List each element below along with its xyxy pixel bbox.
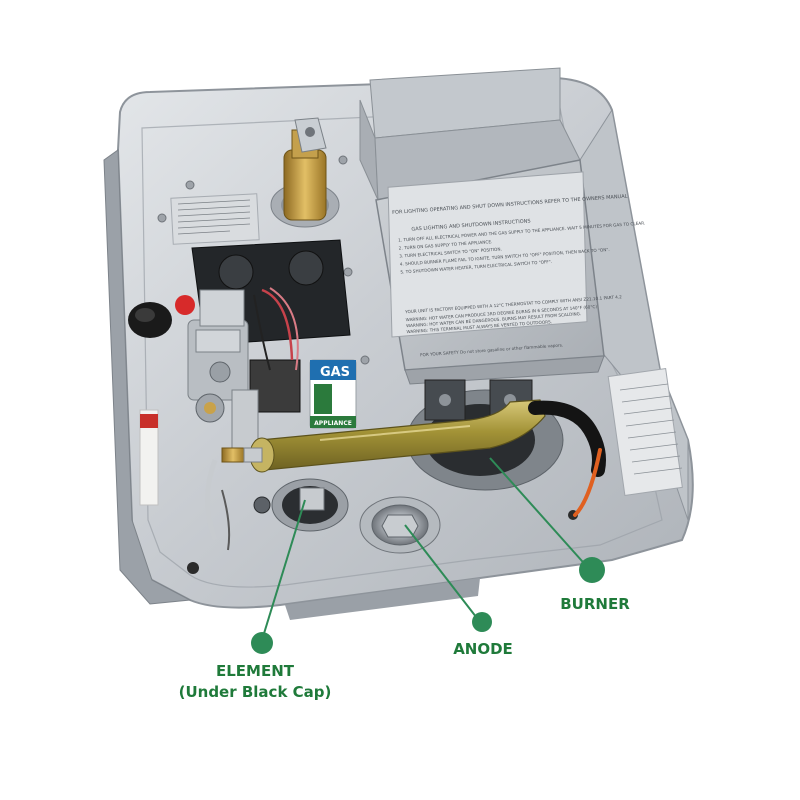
callout-lines [261,457,591,641]
burner-tube [249,399,546,473]
instruction-step-2: 2. TURN ON GAS SUPPLY TO THE APPLIANCE. [399,239,493,251]
callout-dots [251,557,605,654]
gas-badge: GAS APPLIANCE [309,359,357,429]
left-knob [128,295,195,338]
burner-callout-dot [579,557,605,583]
appliance-text: APPLIANCE [314,420,352,427]
element-label-group: ELEMENT (Under Black Cap) [150,661,360,703]
hose-and-wire [528,400,606,517]
burner-label: BURNER [560,595,630,613]
valve-fittings [205,447,271,551]
anode-plug [359,496,441,554]
burner-leader-line [489,457,591,571]
anode-callout-dot [472,612,492,632]
element-sublabel: (Under Black Cap) [178,683,332,701]
element-cap [271,478,349,532]
element-label: ELEMENT [215,662,294,680]
anode-leader-line [404,524,481,623]
side-wall [579,108,689,521]
burner-cover-box [359,67,605,385]
anode-label: ANODE [453,640,513,658]
gas-badge-text: GAS [320,365,350,380]
relief-valve [270,117,340,228]
gas-control-valve [187,287,301,451]
element-callout-dot [251,632,273,654]
element-leader-line [261,499,306,641]
left-warning-sticker [139,409,159,506]
rating-label [170,193,260,245]
